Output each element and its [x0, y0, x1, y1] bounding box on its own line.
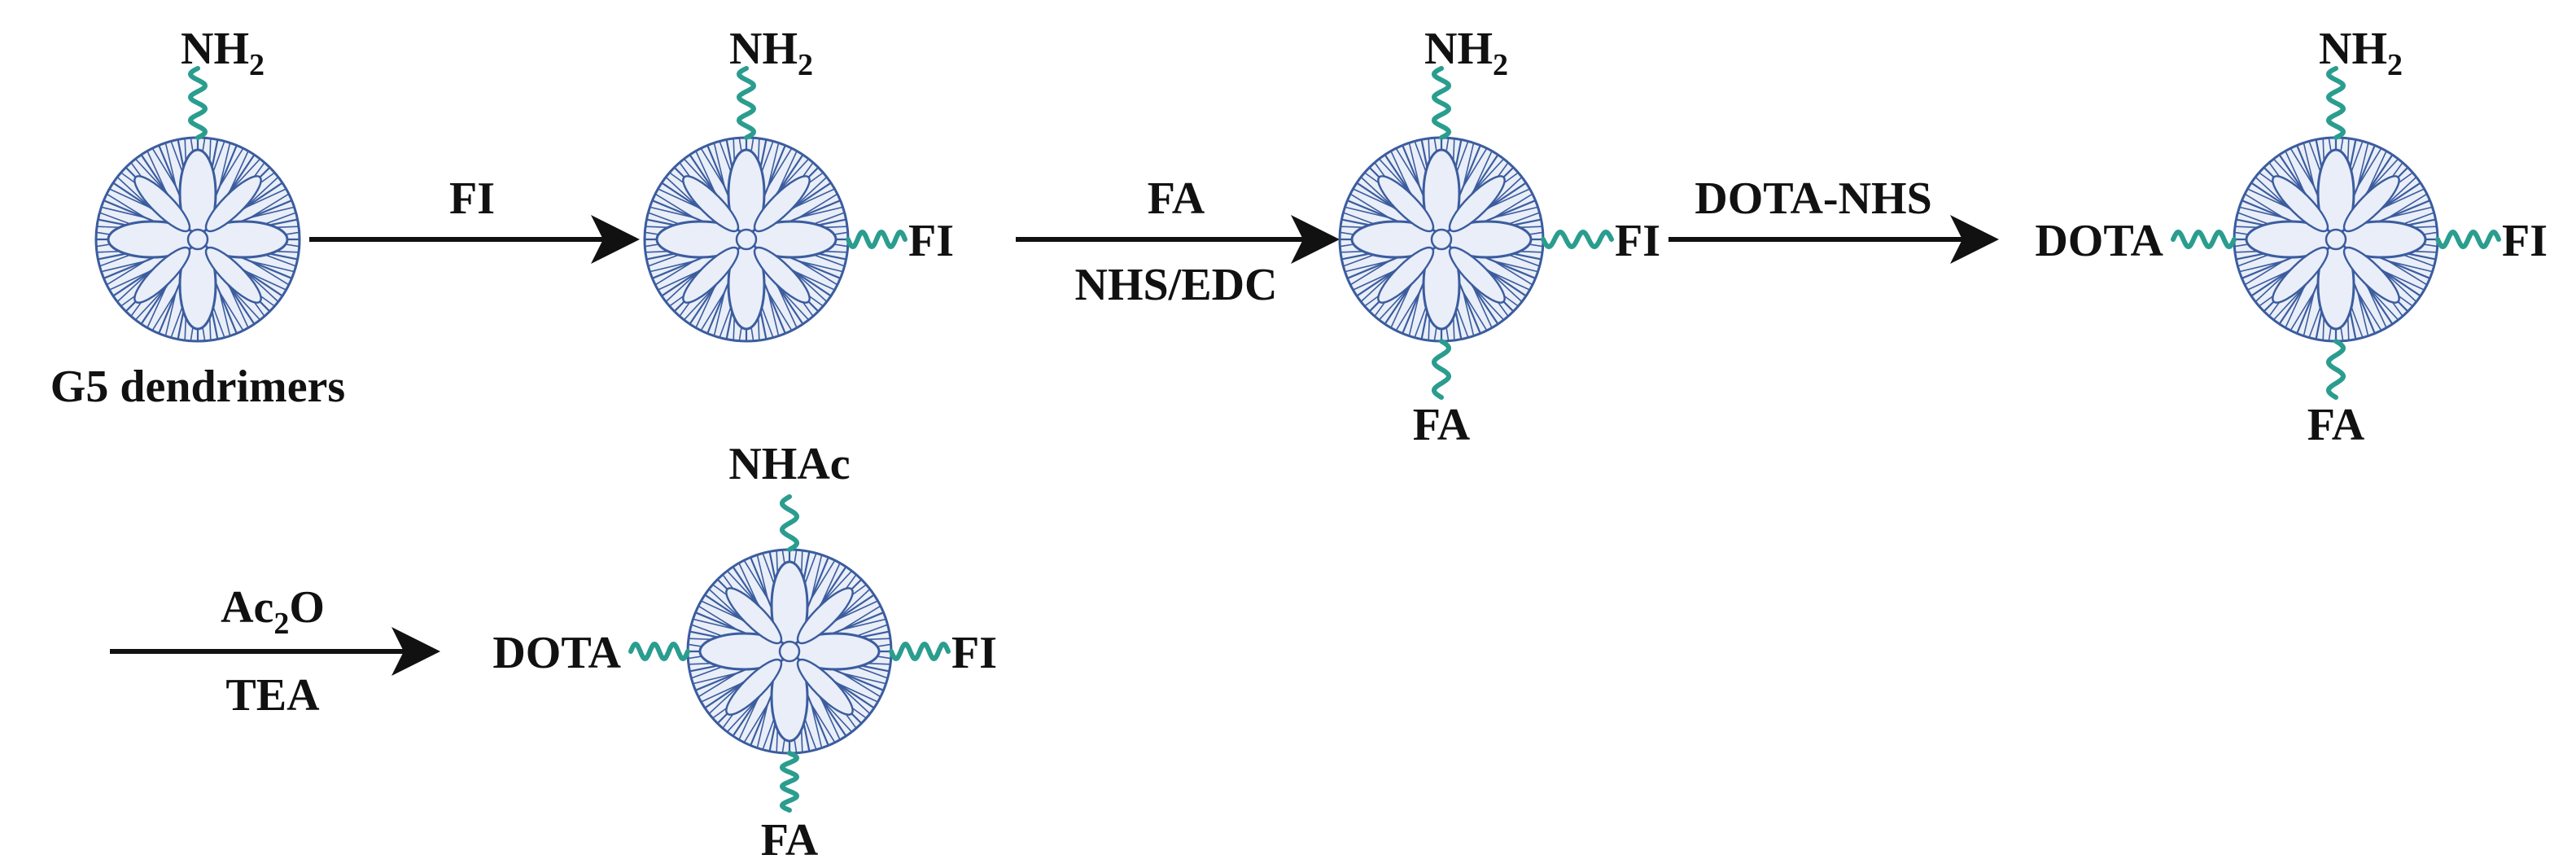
label-dota-d4: DOTA: [2035, 216, 2163, 266]
label-g5-dendrimers: G5 dendrimers: [50, 362, 345, 412]
label-fa-d3: FA: [1413, 400, 1471, 450]
linker-top: [780, 494, 799, 552]
linker-bottom: [779, 751, 800, 813]
label-nh2-d4: NH2: [2319, 24, 2403, 82]
label-fa-d5: FA: [761, 815, 819, 866]
dendrimer-final: [686, 548, 893, 755]
reagent-tea: TEA: [225, 670, 320, 721]
label-fi-d4: FI: [2502, 216, 2548, 266]
label-nh2-d2: NH2: [729, 24, 813, 82]
linker-top: [1431, 66, 1452, 140]
linker-right: [846, 229, 908, 250]
linker-right: [1541, 229, 1614, 250]
linker-top: [2325, 66, 2346, 140]
label-nhac-d5: NHAc: [728, 439, 850, 489]
reagent-dota-nhs: DOTA-NHS: [1695, 173, 1931, 224]
dendrimer-fi: [643, 136, 850, 343]
linker-right: [2435, 229, 2501, 250]
label-dota-d5: DOTA: [492, 628, 621, 678]
linker-left: [2171, 229, 2237, 250]
reagent-ac2o: Ac2O: [221, 582, 325, 641]
linker-top: [187, 66, 208, 140]
dendrimer-g5: [94, 136, 301, 343]
dendrimer-dota-fi-fa: [2233, 136, 2439, 343]
label-nh2-d1: NH2: [181, 24, 265, 82]
linker-bottom: [1432, 339, 1451, 400]
label-fi-d2: FI: [908, 216, 954, 266]
label-fa-d4: FA: [2307, 400, 2365, 450]
dendrimer-fi-fa: [1338, 136, 1545, 343]
reagent-fi: FI: [449, 173, 495, 224]
label-fi-d5: FI: [951, 628, 997, 678]
linker-right: [889, 641, 951, 662]
label-nh2-d3: NH2: [1424, 24, 1508, 82]
linker-left: [628, 641, 690, 662]
linker-bottom: [2326, 339, 2346, 400]
label-fi-d3: FI: [1615, 216, 1660, 266]
linker-top: [736, 66, 757, 140]
reagent-nhs-edc: NHS/EDC: [1075, 260, 1278, 310]
reagent-fa: FA: [1148, 173, 1205, 224]
